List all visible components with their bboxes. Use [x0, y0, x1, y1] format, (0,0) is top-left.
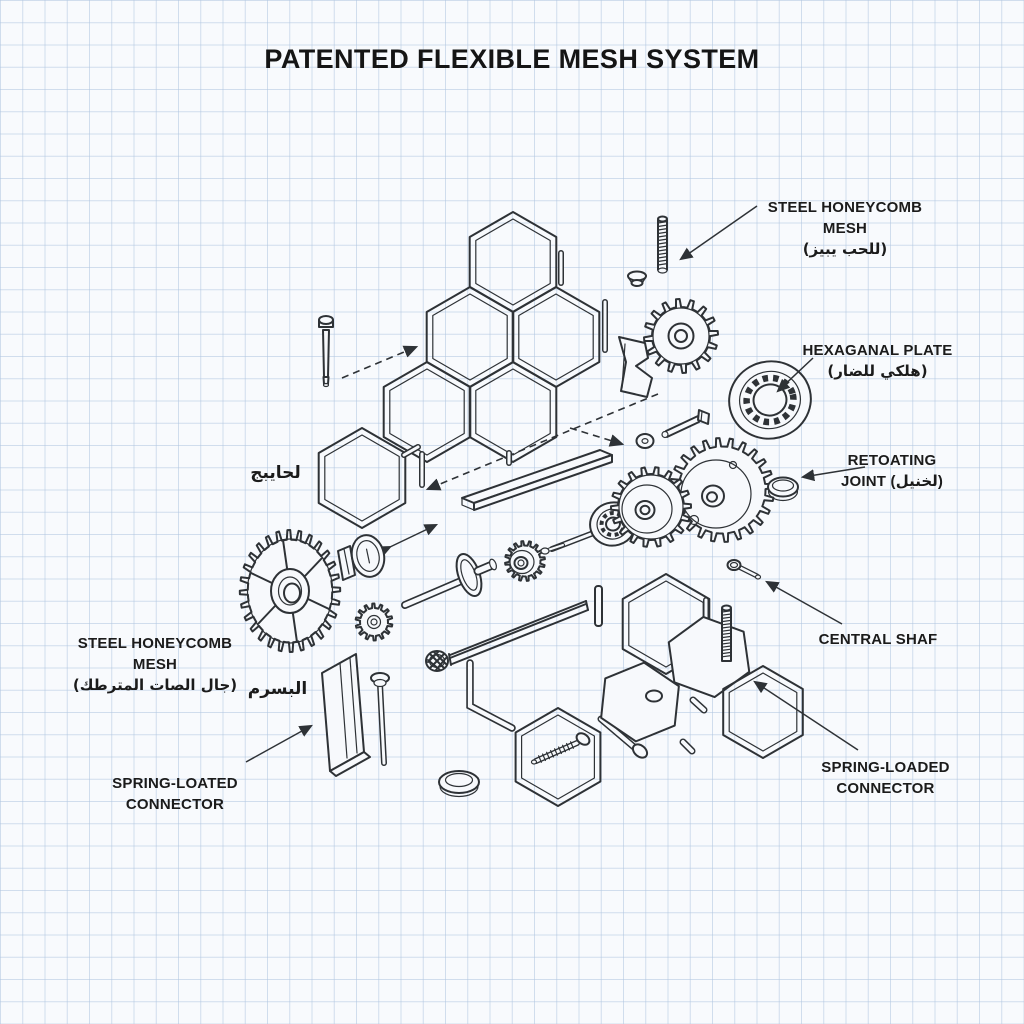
dashed-arrow-axis-long [425, 393, 659, 491]
dashed-arrow-screw-to-mesh [341, 345, 419, 379]
washer-small [635, 433, 655, 449]
drive-gear-medium [610, 466, 692, 548]
label-central-shaf: CENTRAL SHAF [818, 631, 938, 648]
o-ring-large [438, 770, 480, 798]
hex-bolt [661, 409, 710, 439]
guide-rail [448, 600, 589, 666]
connector-rod [597, 715, 649, 759]
l-bracket-rod [466, 659, 516, 732]
mesh-connector-stubs [401, 250, 608, 488]
hex-cell-detached [317, 427, 407, 529]
leader-lines [245, 205, 866, 763]
leader-central-shaf [765, 580, 843, 625]
mounting-screw [318, 315, 334, 388]
central-shaft [401, 553, 497, 609]
leader-retoating-joint [800, 466, 866, 482]
plate-hole [645, 689, 663, 703]
label-retoating-joint: RETOATING JOINT (لخنيل) [840, 452, 944, 490]
leader-spring-loated-left [245, 724, 313, 763]
hex-cell [468, 361, 558, 463]
leader-spring-loaded-right [753, 680, 859, 751]
hex-frame [514, 707, 602, 807]
threaded-rod [657, 215, 668, 274]
hex-cell [425, 286, 515, 388]
label-spring-loated-left: SPRING-LOATED CONNECTOR [112, 775, 238, 813]
pinion-gear [354, 602, 394, 642]
dashed-arrow-to-washer [569, 427, 625, 447]
label-hexaganal-plate: HEXAGANAL PLATE (هلكي للضار) [802, 342, 953, 380]
page-title: PATENTED FLEXIBLE MESH SYSTEM [264, 44, 760, 74]
label-spring-loaded-right: SPRING-LOADED CONNECTOR [821, 759, 950, 797]
u-channel-bracket [321, 653, 371, 777]
hex-plate-screw [530, 732, 591, 765]
double-arrow [377, 524, 439, 558]
pulley-wheel [337, 534, 386, 581]
label-steel-honeycomb-mesh-right: STEEL HONEYCOMB MESH (للحب يبيز) [767, 199, 923, 258]
label-arabic-upper-left: لحايبج [250, 463, 301, 483]
label-arabic-mid-left: البسرم [247, 679, 308, 699]
o-ring-joint [767, 476, 799, 502]
hex-cell [468, 211, 558, 313]
leader-hexaganal-plate [776, 357, 814, 393]
hex-cell [511, 286, 601, 388]
drive-gear-large [669, 437, 775, 543]
spur-gear-top [643, 298, 719, 374]
leader-steel-mesh-right [679, 205, 758, 261]
threaded-stud [721, 604, 732, 662]
hex-plate-cluster [514, 573, 804, 807]
label-steel-honeycomb-mesh-left: STEEL HONEYCOMB MESH (جال الصات المترطك) [72, 635, 238, 694]
honeycomb-mesh-top [317, 211, 653, 529]
hex-frame [722, 665, 804, 759]
gear-spokes [250, 539, 330, 643]
head-pin [370, 672, 390, 766]
bent-plate-flag [618, 336, 653, 398]
spoked-gear-large [238, 529, 342, 653]
pivot-pin [594, 585, 603, 627]
hex-plate [600, 661, 680, 743]
cap-fastener [627, 270, 647, 287]
shaft-bolt [726, 559, 762, 580]
support-bar [461, 449, 613, 511]
idler-gear [504, 540, 565, 582]
knurled-nut [425, 650, 449, 672]
dashed-guide-lines [341, 345, 659, 491]
